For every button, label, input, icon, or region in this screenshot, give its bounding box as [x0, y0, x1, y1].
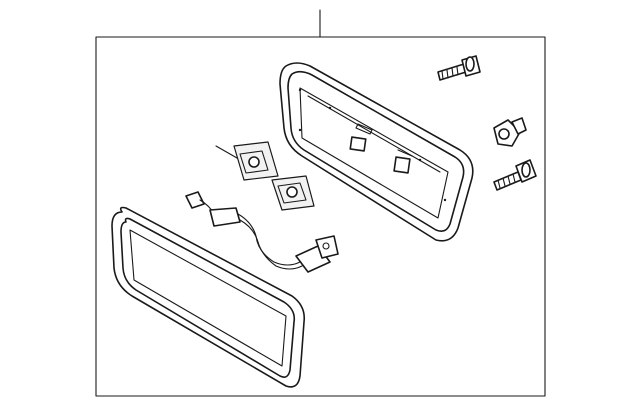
clip-nut: [493, 117, 527, 147]
screw: [493, 159, 537, 191]
lens-cover: [111, 206, 306, 388]
license-plate-housing: [279, 62, 474, 242]
assembly-frame: [95, 36, 546, 397]
housing-slot-left: [349, 136, 367, 152]
license-lamp-wiring-harness: [185, 191, 339, 273]
housing-slot-right: [393, 156, 411, 174]
bolt: [437, 55, 481, 81]
license-lamp-bracket: [215, 141, 315, 211]
